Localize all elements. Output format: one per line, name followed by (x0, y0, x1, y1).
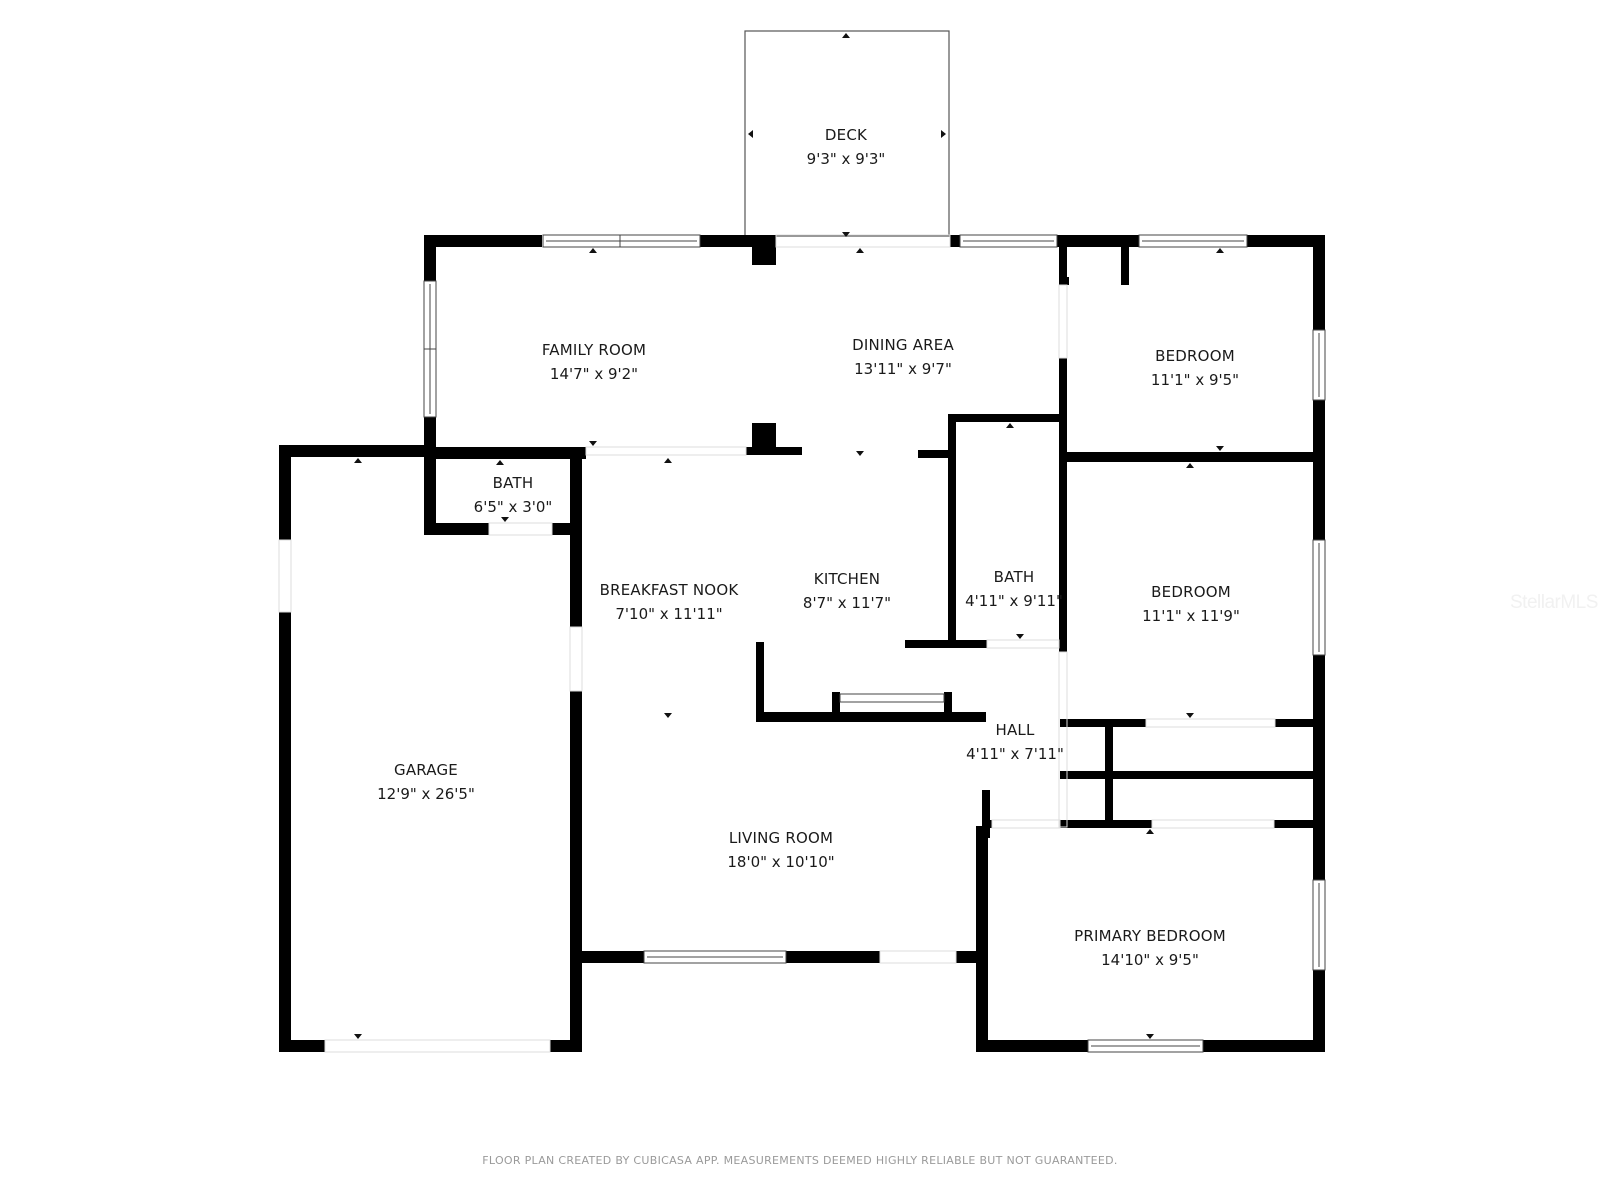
room-name: BEDROOM (1155, 347, 1235, 365)
room-name: PRIMARY BEDROOM (1074, 927, 1226, 945)
room-hall: HALL 4'11" x 7'11" (966, 718, 1064, 766)
room-dimensions: 4'11" x 7'11" (966, 745, 1064, 763)
room-dimensions: 7'10" x 11'11" (615, 605, 723, 623)
room-name: LIVING ROOM (728, 829, 834, 847)
room-name: DECK (824, 126, 868, 144)
room-dimensions: 11'1" x 9'5" (1150, 371, 1240, 389)
room-deck: DECK 9'3" x 9'3" (807, 123, 886, 171)
room-primary-bedroom: PRIMARY BEDROOM 14'10" x 9'5" (1074, 924, 1226, 972)
dimension-markers (354, 33, 1224, 1039)
room-family-room: FAMILY ROOM 14'7" x 9'2" (542, 338, 646, 386)
room-bedroom-2: BEDROOM 11'1" x 11'9" (1142, 580, 1240, 628)
room-bath-1: BATH 6'5" x 3'0" (474, 471, 553, 519)
room-dimensions: 18'0" x 10'10" (727, 853, 835, 871)
room-breakfast-nook: BREAKFAST NOOK 7'10" x 11'11" (600, 578, 739, 626)
room-name: GARAGE (393, 761, 458, 779)
door-openings (278, 234, 1276, 1053)
deck-outline (744, 30, 950, 237)
room-dimensions: 13'11" x 9'7" (854, 360, 952, 378)
room-dining-area: DINING AREA 13'11" x 9'7" (852, 333, 954, 381)
walls (279, 235, 1325, 1052)
room-dimensions: 14'10" x 9'5" (1101, 951, 1199, 969)
room-name: FAMILY ROOM (541, 341, 647, 359)
room-name: DINING AREA (852, 336, 954, 354)
room-dimensions: 8'7" x 11'7" (802, 594, 892, 612)
room-name: BATH (993, 568, 1035, 586)
room-kitchen: KITCHEN 8'7" x 11'7" (803, 567, 891, 615)
room-living-room: LIVING ROOM 18'0" x 10'10" (727, 826, 834, 874)
room-garage: GARAGE 12'9" x 26'5" (377, 758, 475, 806)
room-name: KITCHEN (813, 570, 881, 588)
room-name: HALL (995, 721, 1035, 739)
room-bath-2: BATH 4'11" x 9'11" (965, 565, 1063, 613)
room-dimensions: 9'3" x 9'3" (806, 150, 886, 168)
room-bedroom-1: BEDROOM 11'1" x 9'5" (1151, 344, 1239, 392)
footer-disclaimer: FLOOR PLAN CREATED BY CUBICASA APP. MEAS… (482, 1154, 1118, 1167)
room-dimensions: 12'9" x 26'5" (377, 785, 475, 803)
room-dimensions: 4'11" x 9'11" (965, 592, 1063, 610)
room-dimensions: 6'5" x 3'0" (473, 498, 553, 516)
room-name: BEDROOM (1151, 583, 1231, 601)
room-dimensions: 14'7" x 9'2" (549, 365, 639, 383)
room-dimensions: 11'1" x 11'9" (1142, 607, 1240, 625)
room-name: BREAKFAST NOOK (599, 581, 739, 599)
room-name: BATH (492, 474, 534, 492)
watermark-logo: StellarMLS (1510, 592, 1598, 613)
windows (423, 234, 1326, 1053)
